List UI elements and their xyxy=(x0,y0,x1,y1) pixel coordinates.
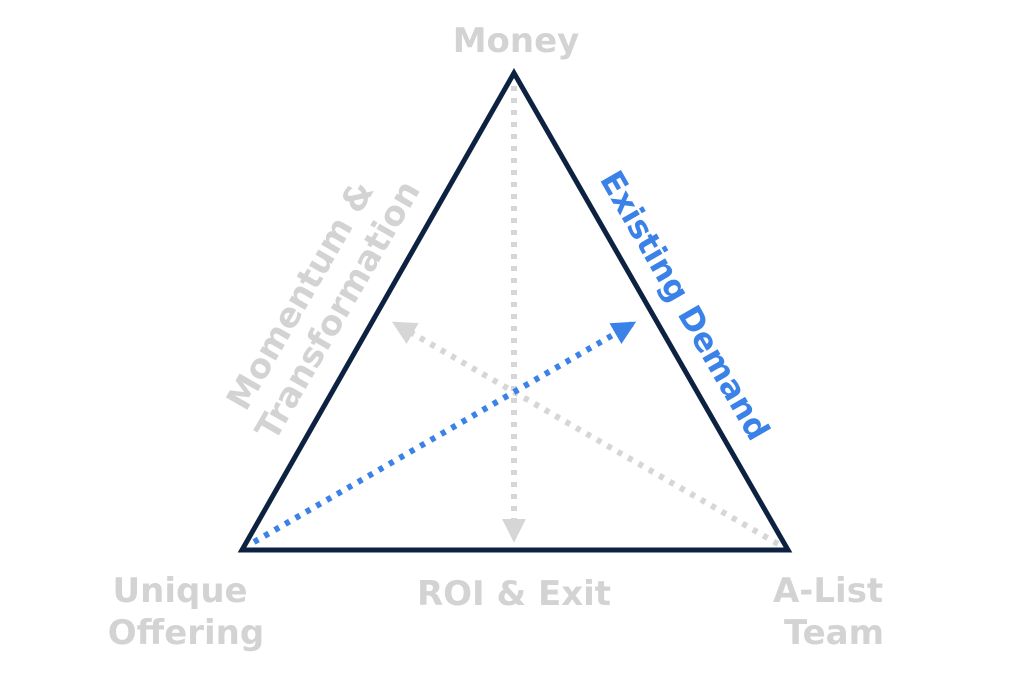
label-money: Money xyxy=(453,21,580,61)
label-a-list-team-line-1: A-List xyxy=(773,571,883,611)
gray-diagonal-dotted-arrow xyxy=(391,321,780,547)
label-a-list-team: A-List Team xyxy=(773,571,895,653)
label-unique-offering-line-1: Unique xyxy=(113,571,248,611)
label-unique-offering-line-2: Offering xyxy=(108,613,264,653)
label-a-list-team-line-2: Team xyxy=(784,613,884,653)
label-unique-offering: Unique Offering xyxy=(108,571,264,653)
label-roi-exit: ROI & Exit xyxy=(417,574,611,614)
blue-diagonal-dotted-arrow xyxy=(252,321,637,545)
label-existing-demand: Existing Demand xyxy=(592,164,777,447)
triangle-outline xyxy=(237,67,793,553)
label-momentum-transformation: Momentum & Transformation xyxy=(213,154,428,447)
